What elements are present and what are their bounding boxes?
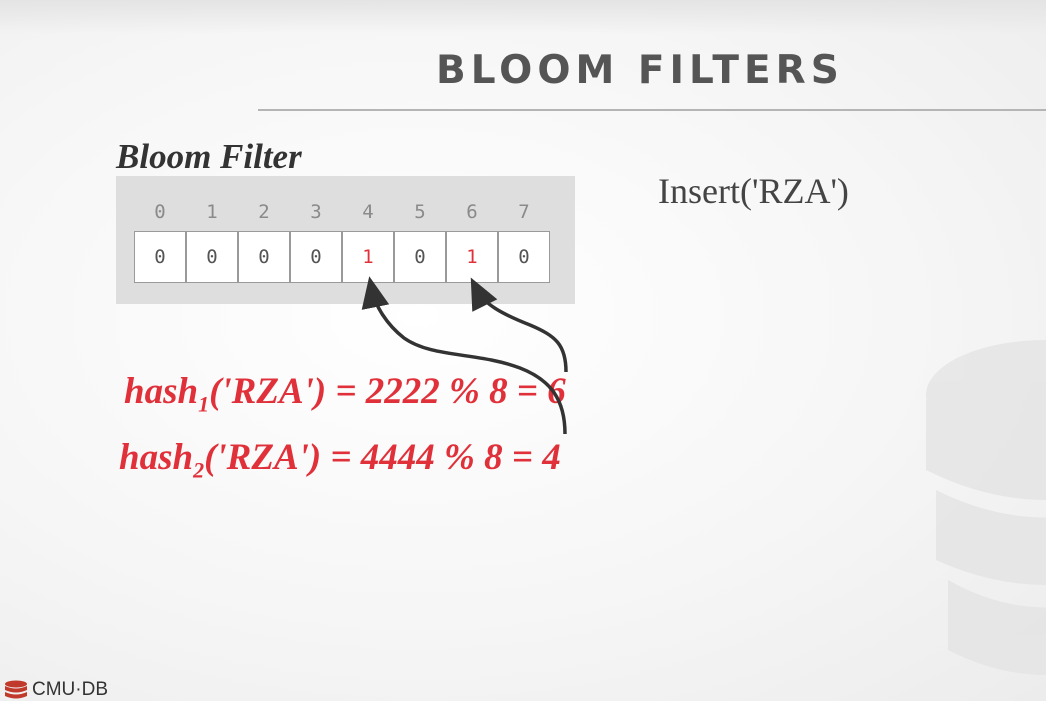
hash-expression: ('RZA') = 2222 % 8 = 6	[209, 371, 566, 412]
bit-cell-set: 1	[342, 231, 394, 283]
cmu-db-logo: CMU·DB	[4, 679, 108, 701]
bit-cell: 0	[134, 231, 186, 283]
bit-index: 3	[310, 201, 322, 223]
bit-cell-set: 1	[446, 231, 498, 283]
bit-index: 1	[206, 201, 218, 223]
database-logo-icon	[5, 680, 27, 699]
bit-index: 2	[258, 201, 270, 223]
title-underline	[258, 109, 1046, 111]
hash-expression: ('RZA') = 4444 % 8 = 4	[204, 437, 561, 478]
hash-name: hash	[124, 371, 199, 412]
bit-cell: 0	[290, 231, 342, 283]
hash-name: hash	[119, 437, 194, 478]
hash-function-1: hash1('RZA') = 2222 % 8 = 6	[124, 370, 566, 417]
bit-cell: 0	[394, 231, 446, 283]
slide-title: BLOOM FILTERS	[436, 48, 844, 93]
top-shade	[0, 0, 1046, 34]
bit-index: 6	[466, 201, 478, 223]
bit-array: 0 0 0 0 1 0 1 0	[134, 231, 550, 283]
bit-cell: 0	[186, 231, 238, 283]
bit-index: 7	[518, 201, 530, 223]
bit-index: 5	[414, 201, 426, 223]
hash-function-2: hash2('RZA') = 4444 % 8 = 4	[119, 436, 561, 483]
bit-index: 4	[362, 201, 374, 223]
insert-operation: Insert('RZA')	[658, 171, 849, 211]
bit-index-row: 0 1 2 3 4 5 6 7	[134, 201, 550, 223]
hash-subscript: 2	[193, 457, 205, 483]
bit-index: 0	[154, 201, 166, 223]
arrow-hash1-to-bit6	[470, 277, 568, 373]
bloom-filter-label: Bloom Filter	[116, 137, 302, 176]
hash-subscript: 1	[198, 391, 210, 417]
arrow-hash2-to-bit4	[361, 276, 567, 435]
bit-cell: 0	[238, 231, 290, 283]
logo-text: CMU·DB	[32, 679, 108, 700]
bit-cell: 0	[498, 231, 550, 283]
